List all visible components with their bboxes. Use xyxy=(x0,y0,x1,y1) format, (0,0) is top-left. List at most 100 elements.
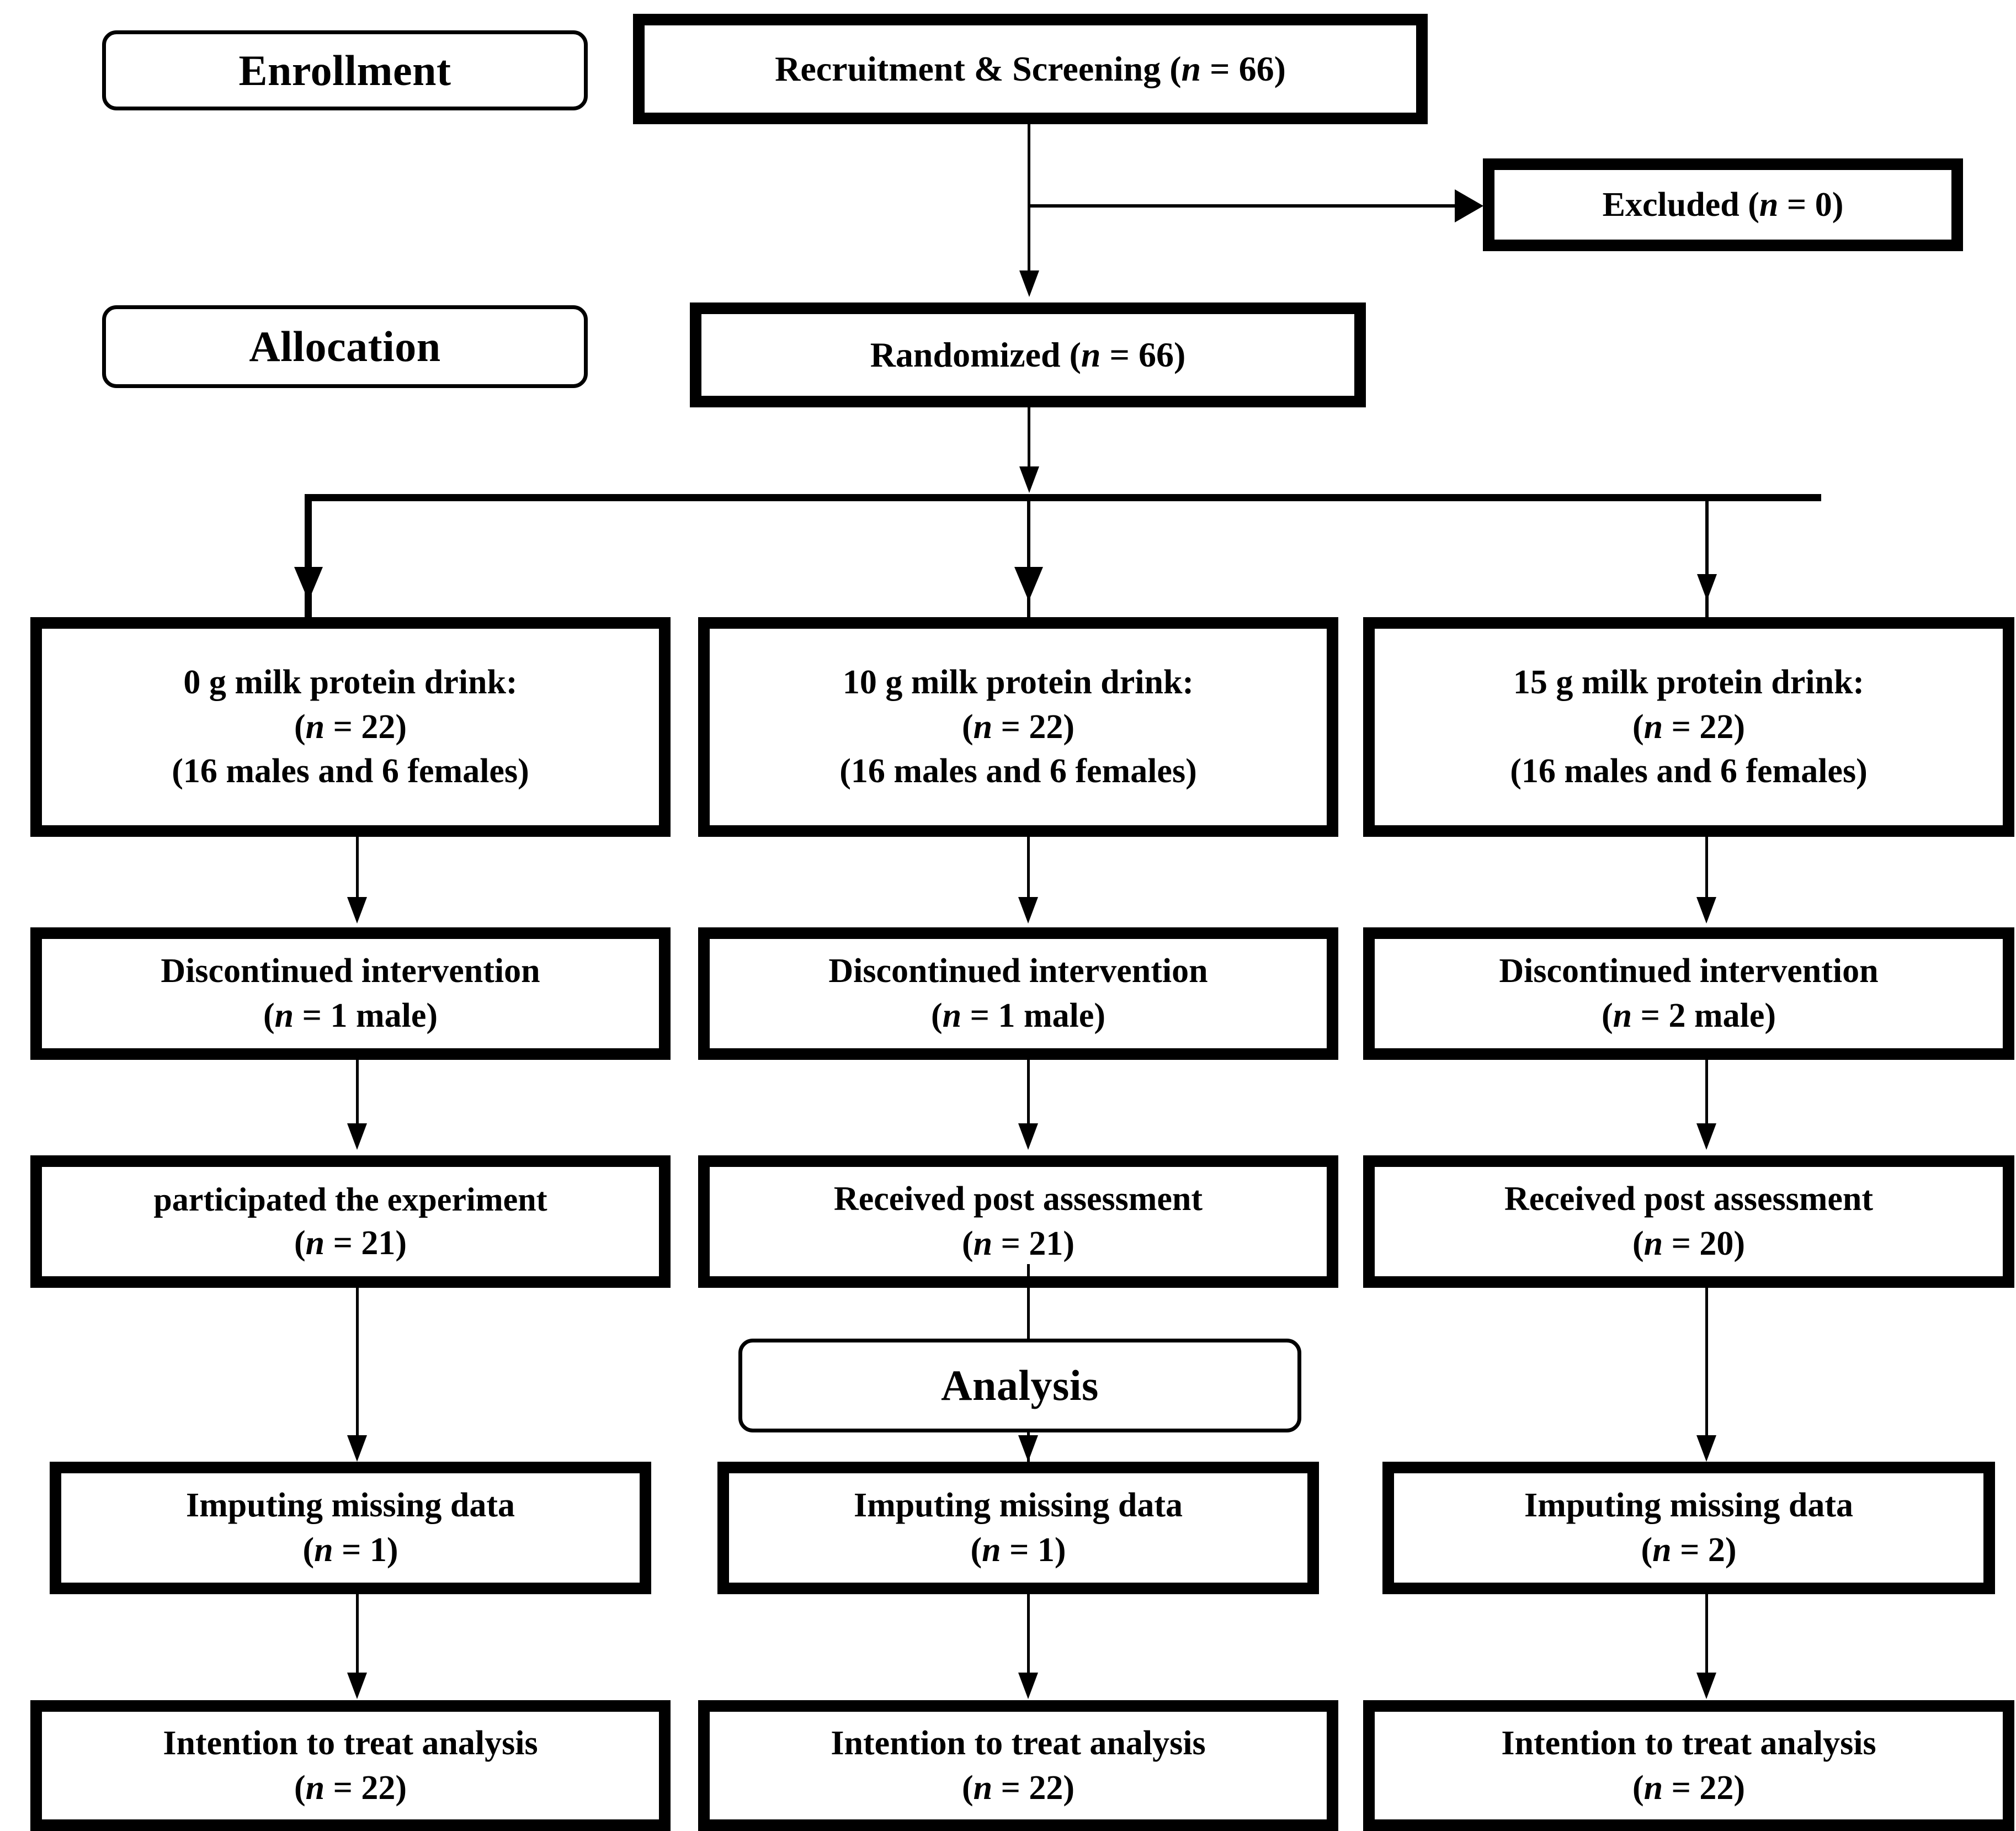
group-10g-post-title: Received post assessment xyxy=(833,1180,1203,1218)
group-15g-allocation-count: (n = 22) xyxy=(1632,708,1746,746)
n-italic: n xyxy=(1081,335,1101,375)
arrowhead-to-randomized xyxy=(1019,270,1039,297)
group-0g-post-title: participated the experiment xyxy=(153,1181,547,1218)
group-15g-allocation-box: 15 g milk protein drink: (n = 22) (16 ma… xyxy=(1363,617,2014,837)
arrowhead-0g-post xyxy=(347,1123,367,1150)
stage-label-allocation: Allocation xyxy=(102,305,588,388)
connector-0g-discontinued-to-post xyxy=(356,1060,359,1134)
arrowhead-randomized-split xyxy=(1019,466,1039,493)
stage-label-enrollment: Enrollment xyxy=(102,30,588,110)
n-italic: n xyxy=(305,1769,325,1807)
n-italic: n xyxy=(274,997,294,1034)
group-15g-itt-count: (n = 22) xyxy=(1632,1769,1746,1807)
connector-recruitment-to-excluded xyxy=(1028,204,1458,208)
n-italic: n xyxy=(1643,1225,1663,1262)
group-0g-itt-count: (n = 22) xyxy=(294,1769,407,1807)
arrowhead-15g-itt xyxy=(1696,1673,1716,1699)
stage-label-allocation-text: Allocation xyxy=(249,322,441,370)
n-italic: n xyxy=(1652,1531,1672,1569)
recruitment-screening-box: Recruitment & Screening (n = 66) xyxy=(633,14,1428,124)
n-italic: n xyxy=(305,708,325,746)
connector-0g-imputing-to-itt xyxy=(356,1594,359,1685)
group-10g-allocation-sex: (16 males and 6 females) xyxy=(839,752,1197,790)
arrowhead-0g-itt xyxy=(347,1673,367,1699)
group-0g-imputing-title: Imputing missing data xyxy=(185,1487,515,1525)
arrowhead-15g-post xyxy=(1696,1123,1716,1150)
group-15g-imputing-count: (n = 2) xyxy=(1641,1531,1737,1569)
connector-10g-post-to-analysis xyxy=(1027,1264,1030,1352)
connector-randomized-stem xyxy=(1028,407,1030,474)
group-15g-itt-title: Intention to treat analysis xyxy=(1501,1724,1876,1762)
arrowhead-to-excluded xyxy=(1455,189,1483,222)
n-italic: n xyxy=(973,1769,993,1807)
connector-15g-alloc-to-discontinued xyxy=(1705,837,1708,909)
randomized-label: Randomized (n = 66) xyxy=(870,335,1186,375)
recruitment-screening-label: Recruitment & Screening (n = 66) xyxy=(775,49,1286,89)
group-15g-allocation-title: 15 g milk protein drink: xyxy=(1513,664,1865,702)
arrowhead-10g-imputing xyxy=(1018,1435,1038,1462)
connector-0g-alloc-to-discontinued xyxy=(356,837,359,909)
group-15g-post-title: Received post assessment xyxy=(1504,1180,1874,1218)
arrowhead-15g-discontinued xyxy=(1696,897,1716,924)
group-10g-imputing-count: (n = 1) xyxy=(970,1531,1066,1569)
allocation-split-bar xyxy=(308,494,1821,501)
stage-label-analysis: Analysis xyxy=(738,1339,1301,1432)
connector-15g-post-to-imputing xyxy=(1705,1288,1708,1448)
group-10g-allocation-count: (n = 22) xyxy=(961,708,1075,746)
group-0g-discontinued-count: (n = 1 male) xyxy=(263,997,438,1034)
stage-label-analysis-text: Analysis xyxy=(941,1361,1099,1409)
group-15g-allocation-sex: (16 males and 6 females) xyxy=(1510,752,1868,790)
group-15g-discontinued-box: Discontinued intervention (n = 2 male) xyxy=(1363,927,2014,1060)
group-10g-post-count: (n = 21) xyxy=(961,1225,1075,1262)
group-15g-imputing-box: Imputing missing data (n = 2) xyxy=(1382,1462,1995,1594)
group-0g-allocation-sex: (16 males and 6 females) xyxy=(172,752,529,790)
n-italic: n xyxy=(942,997,962,1034)
group-10g-itt-box: Intention to treat analysis (n = 22) xyxy=(698,1700,1338,1831)
randomized-box: Randomized (n = 66) xyxy=(690,302,1366,407)
group-0g-discontinued-box: Discontinued intervention (n = 1 male) xyxy=(30,927,671,1060)
n-italic: n xyxy=(1759,185,1779,224)
group-0g-itt-title: Intention to treat analysis xyxy=(163,1724,538,1762)
arrowhead-10g-discontinued xyxy=(1018,897,1038,924)
group-15g-discontinued-title: Discontinued intervention xyxy=(1499,952,1879,990)
connector-10g-discontinued-to-post xyxy=(1027,1060,1030,1134)
group-10g-discontinued-box: Discontinued intervention (n = 1 male) xyxy=(698,927,1338,1060)
arrowhead-10g-itt xyxy=(1018,1673,1038,1699)
connector-15g-discontinued-to-post xyxy=(1705,1060,1708,1134)
arrowhead-0g-discontinued xyxy=(347,897,367,924)
n-italic: n xyxy=(1643,708,1663,746)
group-10g-allocation-title: 10 g milk protein drink: xyxy=(842,664,1194,702)
arrowhead-15g-imputing xyxy=(1696,1435,1716,1462)
group-0g-imputing-count: (n = 1) xyxy=(302,1531,398,1569)
arrowhead-group-10g xyxy=(1014,567,1043,601)
excluded-box: Excluded (n = 0) xyxy=(1483,158,1963,251)
connector-10g-imputing-to-itt xyxy=(1027,1594,1030,1685)
arrowhead-group-0g xyxy=(294,567,323,601)
group-0g-allocation-title: 0 g milk protein drink: xyxy=(183,664,518,702)
group-15g-discontinued-count: (n = 2 male) xyxy=(1601,997,1776,1034)
group-10g-imputing-title: Imputing missing data xyxy=(853,1487,1183,1525)
connector-recruitment-to-randomized xyxy=(1028,124,1030,279)
group-0g-post-count: (n = 21) xyxy=(294,1224,407,1262)
group-0g-allocation-count: (n = 22) xyxy=(294,708,407,746)
group-0g-discontinued-title: Discontinued intervention xyxy=(161,952,540,990)
group-10g-itt-count: (n = 22) xyxy=(961,1769,1075,1807)
connector-10g-alloc-to-discontinued xyxy=(1027,837,1030,909)
n-italic: n xyxy=(305,1224,325,1262)
n-italic: n xyxy=(973,708,993,746)
arrowhead-group-15g xyxy=(1697,574,1717,601)
connector-15g-imputing-to-itt xyxy=(1705,1594,1708,1685)
group-10g-imputing-box: Imputing missing data (n = 1) xyxy=(717,1462,1319,1594)
arrowhead-0g-imputing xyxy=(347,1435,367,1462)
group-0g-post-box: participated the experiment (n = 21) xyxy=(30,1155,671,1288)
connector-0g-post-to-imputing xyxy=(356,1288,359,1448)
group-15g-post-count: (n = 20) xyxy=(1632,1225,1746,1262)
group-15g-itt-box: Intention to treat analysis (n = 22) xyxy=(1363,1700,2014,1831)
group-0g-allocation-box: 0 g milk protein drink: (n = 22) (16 mal… xyxy=(30,617,671,837)
n-italic: n xyxy=(982,1531,1001,1569)
n-italic: n xyxy=(973,1225,993,1262)
n-italic: n xyxy=(1643,1769,1663,1807)
n-italic: n xyxy=(314,1531,333,1569)
stage-label-enrollment-text: Enrollment xyxy=(238,46,451,94)
